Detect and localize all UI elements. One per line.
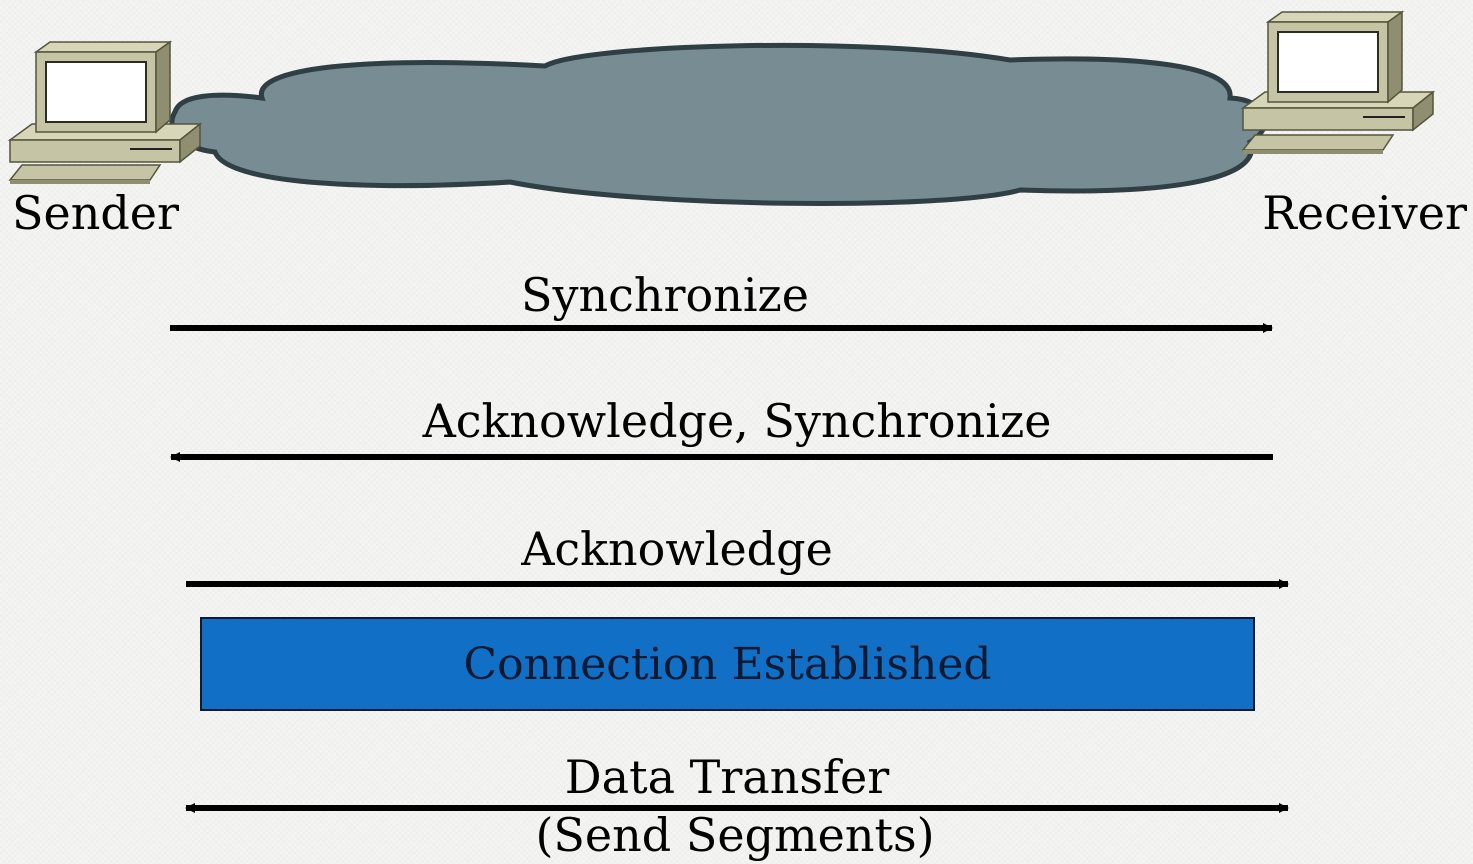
send-segments-label: (Send Segments) xyxy=(535,808,935,862)
connection-established-box: Connection Established xyxy=(200,617,1255,711)
data-transfer-label: Data Transfer xyxy=(564,750,890,804)
acknowledge-label: Acknowledge xyxy=(521,522,833,576)
network-cloud-icon xyxy=(169,42,1268,206)
receiver-label: Receiver xyxy=(1262,186,1467,240)
receiver-computer-icon xyxy=(1240,10,1436,154)
synchronize-label: Synchronize xyxy=(521,268,809,322)
sender-computer-icon xyxy=(7,40,203,184)
connection-established-label: Connection Established xyxy=(463,638,992,690)
ack-synchronize-label: Acknowledge, Synchronize xyxy=(422,394,1052,448)
sender-label: Sender xyxy=(12,186,180,240)
